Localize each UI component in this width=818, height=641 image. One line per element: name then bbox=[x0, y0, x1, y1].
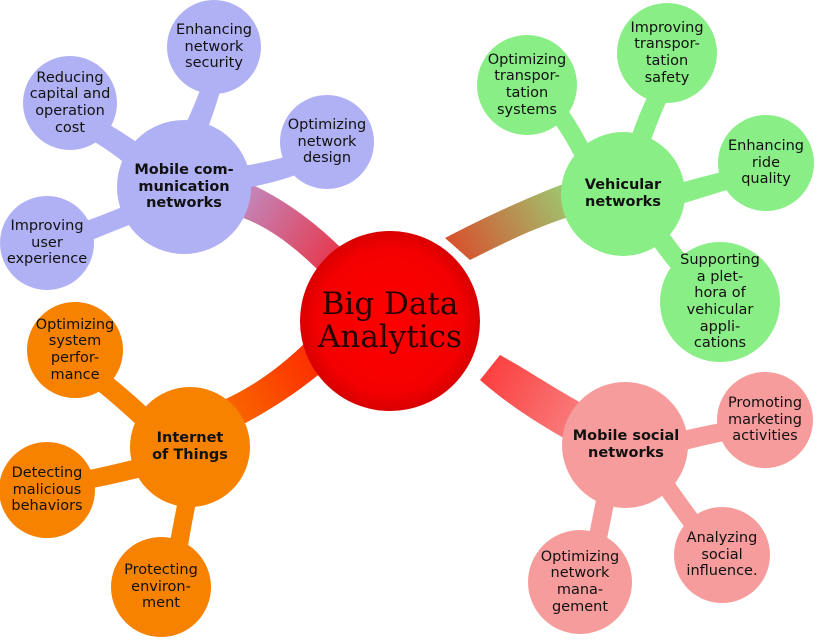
leaf-circle-vehicular-1 bbox=[477, 35, 577, 135]
branch-circle-mobile-social bbox=[562, 382, 688, 508]
leaf-circle-iot-2 bbox=[0, 442, 95, 538]
leaf-circle-mobile-social-2 bbox=[674, 507, 770, 603]
leaf-circle-mobile-social-1 bbox=[717, 372, 813, 468]
leaf-circle-mobile-communication-1 bbox=[23, 56, 117, 150]
leaf-circle-mobile-communication-4 bbox=[0, 196, 94, 290]
branch-circle-mobile-communication bbox=[117, 120, 251, 254]
leaf-circle-mobile-communication-2 bbox=[167, 0, 261, 94]
branch-circle-vehicular bbox=[561, 132, 685, 256]
leaf-circle-iot-3 bbox=[111, 537, 211, 637]
leaf-circle-vehicular-3 bbox=[718, 115, 814, 211]
center-circle bbox=[300, 231, 480, 411]
leaf-circle-mobile-communication-3 bbox=[280, 95, 374, 189]
leaf-circle-vehicular-4 bbox=[660, 242, 780, 362]
leaf-circle-vehicular-2 bbox=[617, 3, 717, 103]
leaf-circle-iot-1 bbox=[27, 302, 123, 398]
branch-circle-iot bbox=[130, 387, 250, 507]
leaf-circle-mobile-social-3 bbox=[528, 530, 632, 634]
